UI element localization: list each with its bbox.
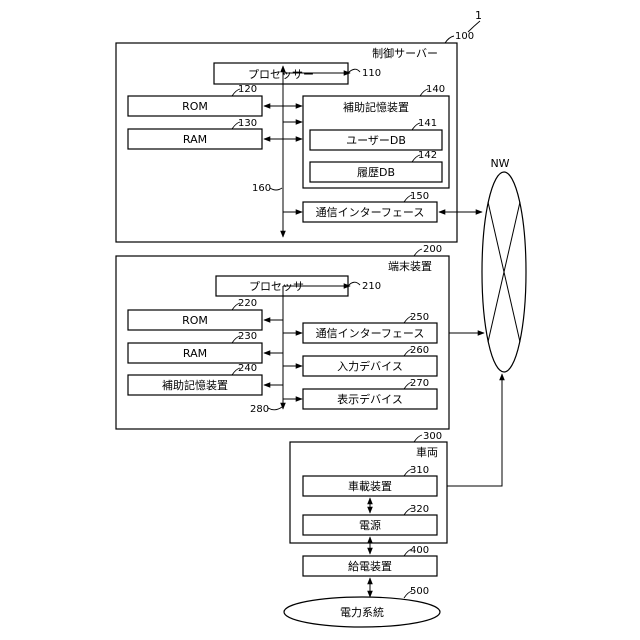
control-server: 100 制御サーバー プロセッサー 110 ROM 120 RAM 130 補助… (116, 31, 474, 242)
control-server-title: 制御サーバー (372, 46, 438, 60)
figure-number: 1 (468, 9, 482, 32)
t-input-device-ref: 260 (410, 345, 429, 356)
t-ram-ref: 230 (238, 331, 257, 342)
cs-rom-ref: 120 (238, 84, 257, 95)
power-grid-ref: 500 (410, 586, 429, 597)
cs-ram-ref: 130 (238, 118, 257, 129)
power-source-ref: 320 (410, 504, 429, 515)
cs-user-db-ref: 141 (418, 118, 437, 129)
vehicle-title: 車両 (416, 445, 438, 459)
cs-user-db-label: ユーザーDB (346, 134, 406, 147)
power-grid-label: 電力系統 (340, 605, 384, 619)
t-bus-ref: 280 (250, 404, 269, 415)
cs-bus-ref: 160 (252, 183, 271, 194)
t-rom-ref: 220 (238, 298, 257, 309)
t-input-device-label: 入力デバイス (337, 359, 403, 373)
t-processor-ref: 210 (362, 281, 381, 292)
terminal: 200 端末装置 プロセッサー 210 ROM 220 RAM 230 補助記憶… (116, 244, 449, 429)
t-aux-storage-label: 補助記憶装置 (162, 378, 228, 392)
onboard-device-label: 車載装置 (348, 479, 392, 493)
cs-history-db-label: 履歴DB (357, 166, 395, 179)
cs-comm-if-label: 通信インターフェース (316, 206, 425, 219)
terminal-ref: 200 (423, 244, 442, 255)
power-source-label: 電源 (359, 518, 381, 532)
vehicle-ref: 300 (423, 431, 442, 442)
t-display-device-label: 表示デバイス (337, 392, 403, 406)
control-server-ref: 100 (455, 31, 474, 42)
svg-text:1: 1 (475, 9, 482, 22)
cs-ram-label: RAM (183, 133, 207, 146)
cs-aux-storage-label: 補助記憶装置 (343, 100, 409, 114)
onboard-device-ref: 310 (410, 465, 429, 476)
cs-aux-storage-ref: 140 (426, 84, 445, 95)
terminal-title: 端末装置 (388, 259, 432, 273)
cs-comm-if-ref: 150 (410, 191, 429, 202)
power-feeder-label: 給電装置 (348, 559, 392, 573)
power-feeder-ref: 400 (410, 545, 429, 556)
t-ram-label: RAM (183, 347, 207, 360)
t-comm-if-label: 通信インターフェース (316, 327, 425, 340)
t-rom-label: ROM (182, 314, 208, 327)
cs-processor-label: プロセッサー (248, 68, 314, 81)
cs-history-db-ref: 142 (418, 150, 437, 161)
t-aux-storage-ref: 240 (238, 363, 257, 374)
t-comm-if-ref: 250 (410, 312, 429, 323)
cs-processor-ref: 110 (362, 68, 381, 79)
network-label: NW (490, 157, 509, 170)
vehicle: 300 車両 車載装置 310 電源 320 (290, 431, 447, 543)
cs-rom-label: ROM (182, 100, 208, 113)
power-grid: 電力系統 500 (284, 586, 440, 627)
t-display-device-ref: 270 (410, 378, 429, 389)
